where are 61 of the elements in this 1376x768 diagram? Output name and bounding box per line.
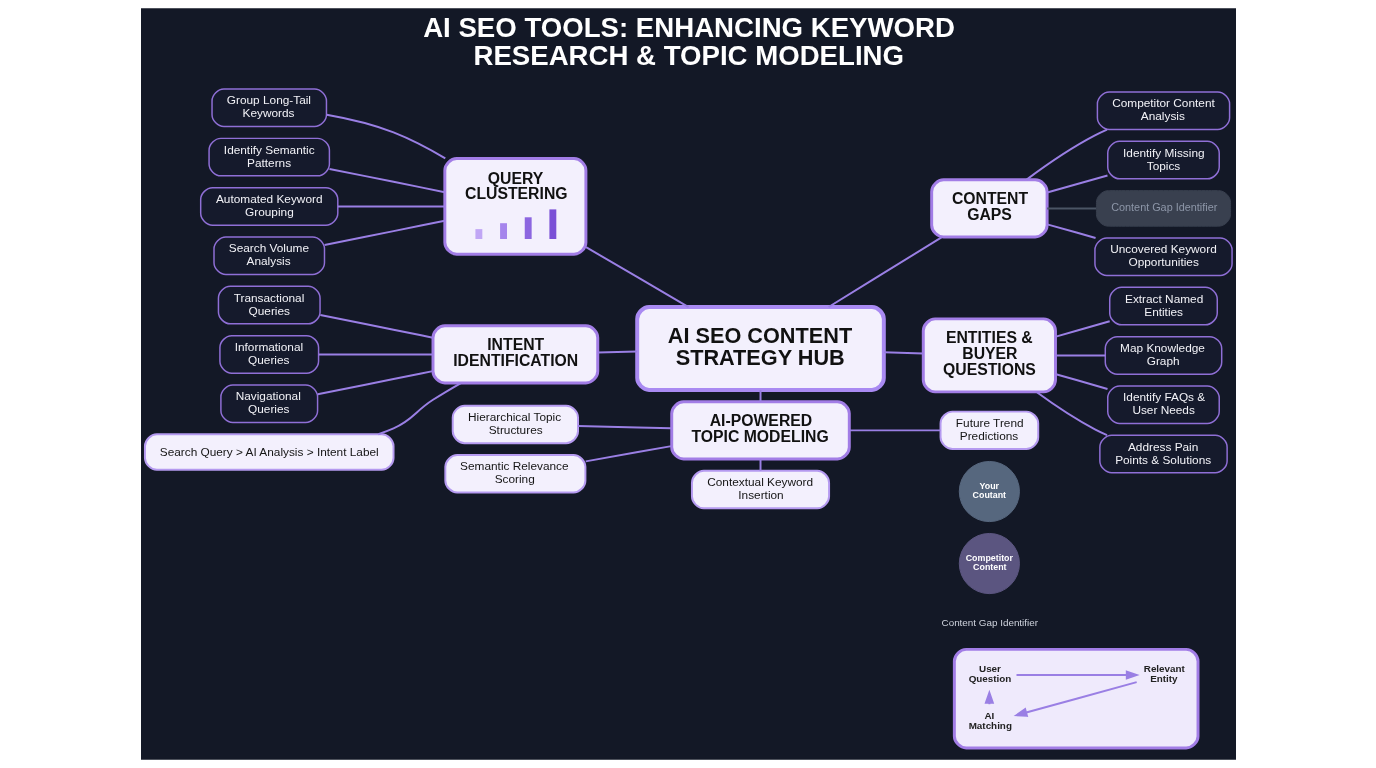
node-text: Relevant Entity [1143, 663, 1185, 684]
node-box: Identify Semantic Patterns [207, 137, 330, 177]
connector [1054, 320, 1111, 338]
label: Content Gap Identifier [941, 617, 1038, 629]
node-box: Address Pain Points & Solutions [1098, 434, 1228, 474]
node-box: ENTITIES & BUYER QUESTIONS [921, 317, 1057, 394]
node-circle: Competitor Content [958, 532, 1020, 595]
node-box: Hierarchical Topic Structures [451, 404, 579, 445]
connector [1025, 128, 1108, 181]
node-box: Identify FAQs & User Needs [1106, 385, 1220, 425]
node-box: Search Query > AI Analysis > Intent Label [143, 433, 395, 471]
connector [576, 424, 672, 430]
node-box: Semantic Relevance Scoring [443, 454, 586, 494]
node-box: Navigational Queries [219, 384, 318, 424]
connector [848, 429, 941, 432]
node-box: Uncovered Keyword Opportunities [1093, 237, 1233, 277]
connector [1045, 223, 1097, 239]
node-box: Informational Queries [218, 334, 319, 374]
connector [1054, 373, 1108, 390]
connector [325, 113, 446, 160]
node-text: User Question [968, 663, 1011, 684]
connector [827, 236, 943, 308]
node-box: CONTENT GAPS [929, 178, 1049, 239]
node-box: Extract Named Entities [1108, 286, 1218, 326]
node-box: Identify Missing Topics [1106, 140, 1220, 180]
cluster [952, 647, 1199, 750]
node-box: AI-POWERED TOPIC MODELING [669, 400, 851, 461]
node-box: AI SEO CONTENT STRATEGY HUB [634, 305, 886, 392]
node-box: Competitor Content Analysis [1096, 91, 1230, 131]
diagram-title: AI SEO TOOLS: ENHANCING KEYWORD RESEARCH & TOPIC MODELING [422, 12, 955, 71]
connector [1045, 207, 1097, 210]
node-box: Search Volume Analysis [212, 236, 325, 276]
connector [584, 246, 690, 308]
node-box: Transactional Queries [217, 285, 321, 325]
node-box: Future Trend Predictions [939, 410, 1039, 451]
node-box: Group Long-Tail Keywords [210, 88, 327, 128]
arrow [1013, 681, 1138, 717]
connector [882, 351, 924, 355]
node-box: QUERY CLUSTERING [442, 157, 587, 256]
connector [317, 353, 434, 356]
connector [376, 382, 462, 436]
connector [323, 219, 446, 246]
node-box: Automated Keyword Grouping [199, 186, 339, 226]
connector [584, 445, 672, 463]
node-box: Contextual Keyword Insertion [690, 469, 830, 510]
node-box: Map Knowledge Graph [1104, 335, 1222, 375]
connector [1035, 391, 1108, 437]
connector [759, 458, 761, 472]
node-box: Content Gap Identifier [1095, 190, 1231, 227]
connector [759, 389, 761, 403]
connector [1054, 354, 1106, 357]
connector [328, 167, 446, 194]
connector [596, 350, 638, 354]
connector [318, 314, 434, 339]
node-text: AI Matching [968, 710, 1012, 732]
connector [1045, 174, 1108, 194]
connector [316, 370, 434, 396]
node-circle: Your Coutant [958, 460, 1020, 523]
node-box: INTENT IDENTIFICATION [431, 324, 599, 385]
arrow [1015, 670, 1140, 680]
connector [336, 205, 445, 208]
